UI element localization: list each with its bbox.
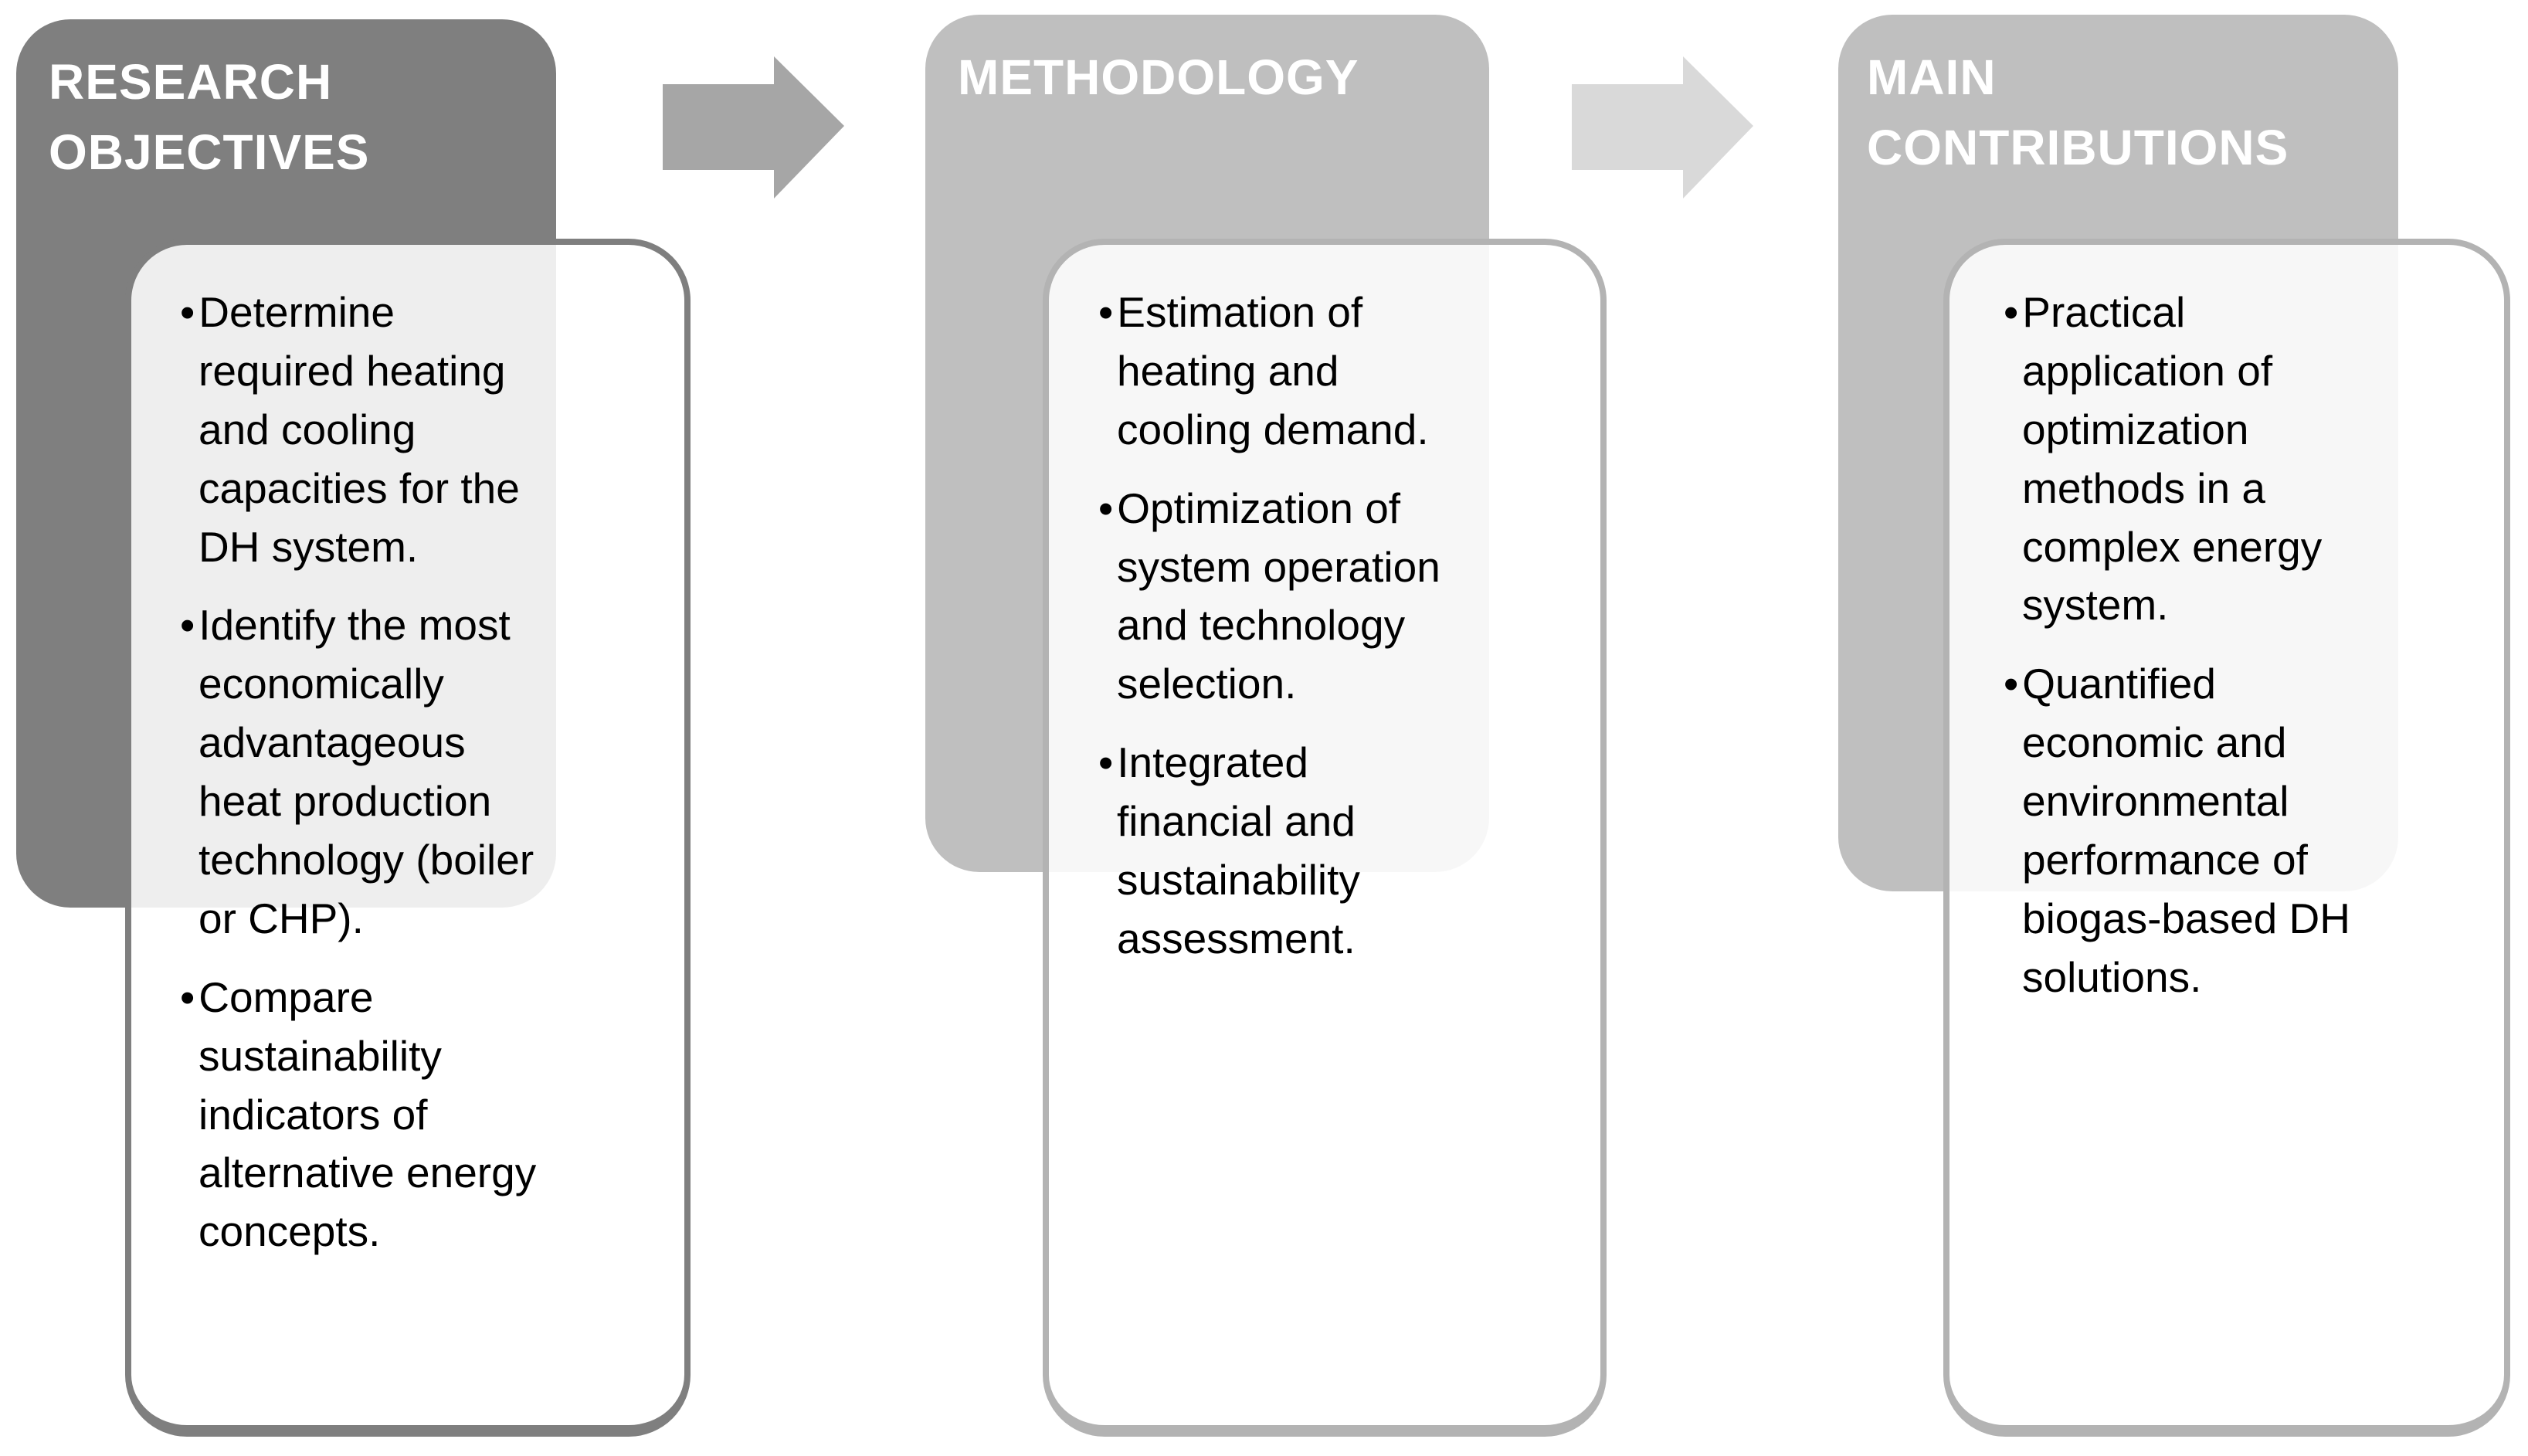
bullet-list-main-contributions: Practical application of optimization me… — [1949, 245, 2504, 1007]
content-box-main-contributions: Practical application of optimization me… — [1943, 239, 2510, 1437]
bullet-list-research-objectives: Determine required heating and cooling c… — [131, 245, 684, 1261]
bullet-item: Compare sustainability indicators of alt… — [199, 969, 663, 1261]
bullet-item: Integrated financial and sustainability … — [1117, 734, 1579, 969]
header-title-main-contributions: MAIN CONTRIBUTIONS — [1867, 49, 2289, 175]
arrow-right-icon — [1572, 56, 1753, 199]
bullet-item: Optimization of system operation and tec… — [1117, 480, 1579, 714]
content-box-research-objectives: Determine required heating and cooling c… — [125, 239, 691, 1437]
bullet-item: Estimation of heating and cooling demand… — [1117, 283, 1579, 460]
bullet-item: Determine required heating and cooling c… — [199, 283, 663, 576]
bullet-item: Identify the most economically advantage… — [199, 596, 663, 948]
header-title-research-objectives: RESEARCH OBJECTIVES — [49, 54, 370, 180]
content-box-methodology: Estimation of heating and cooling demand… — [1043, 239, 1607, 1437]
bullet-list-methodology: Estimation of heating and cooling demand… — [1049, 245, 1600, 969]
bullet-item: Practical application of optimization me… — [2022, 283, 2482, 635]
bullet-item: Quantified economic and environmental pe… — [2022, 655, 2482, 1006]
header-title-methodology: METHODOLOGY — [958, 49, 1359, 105]
arrow-right-icon — [663, 56, 844, 199]
